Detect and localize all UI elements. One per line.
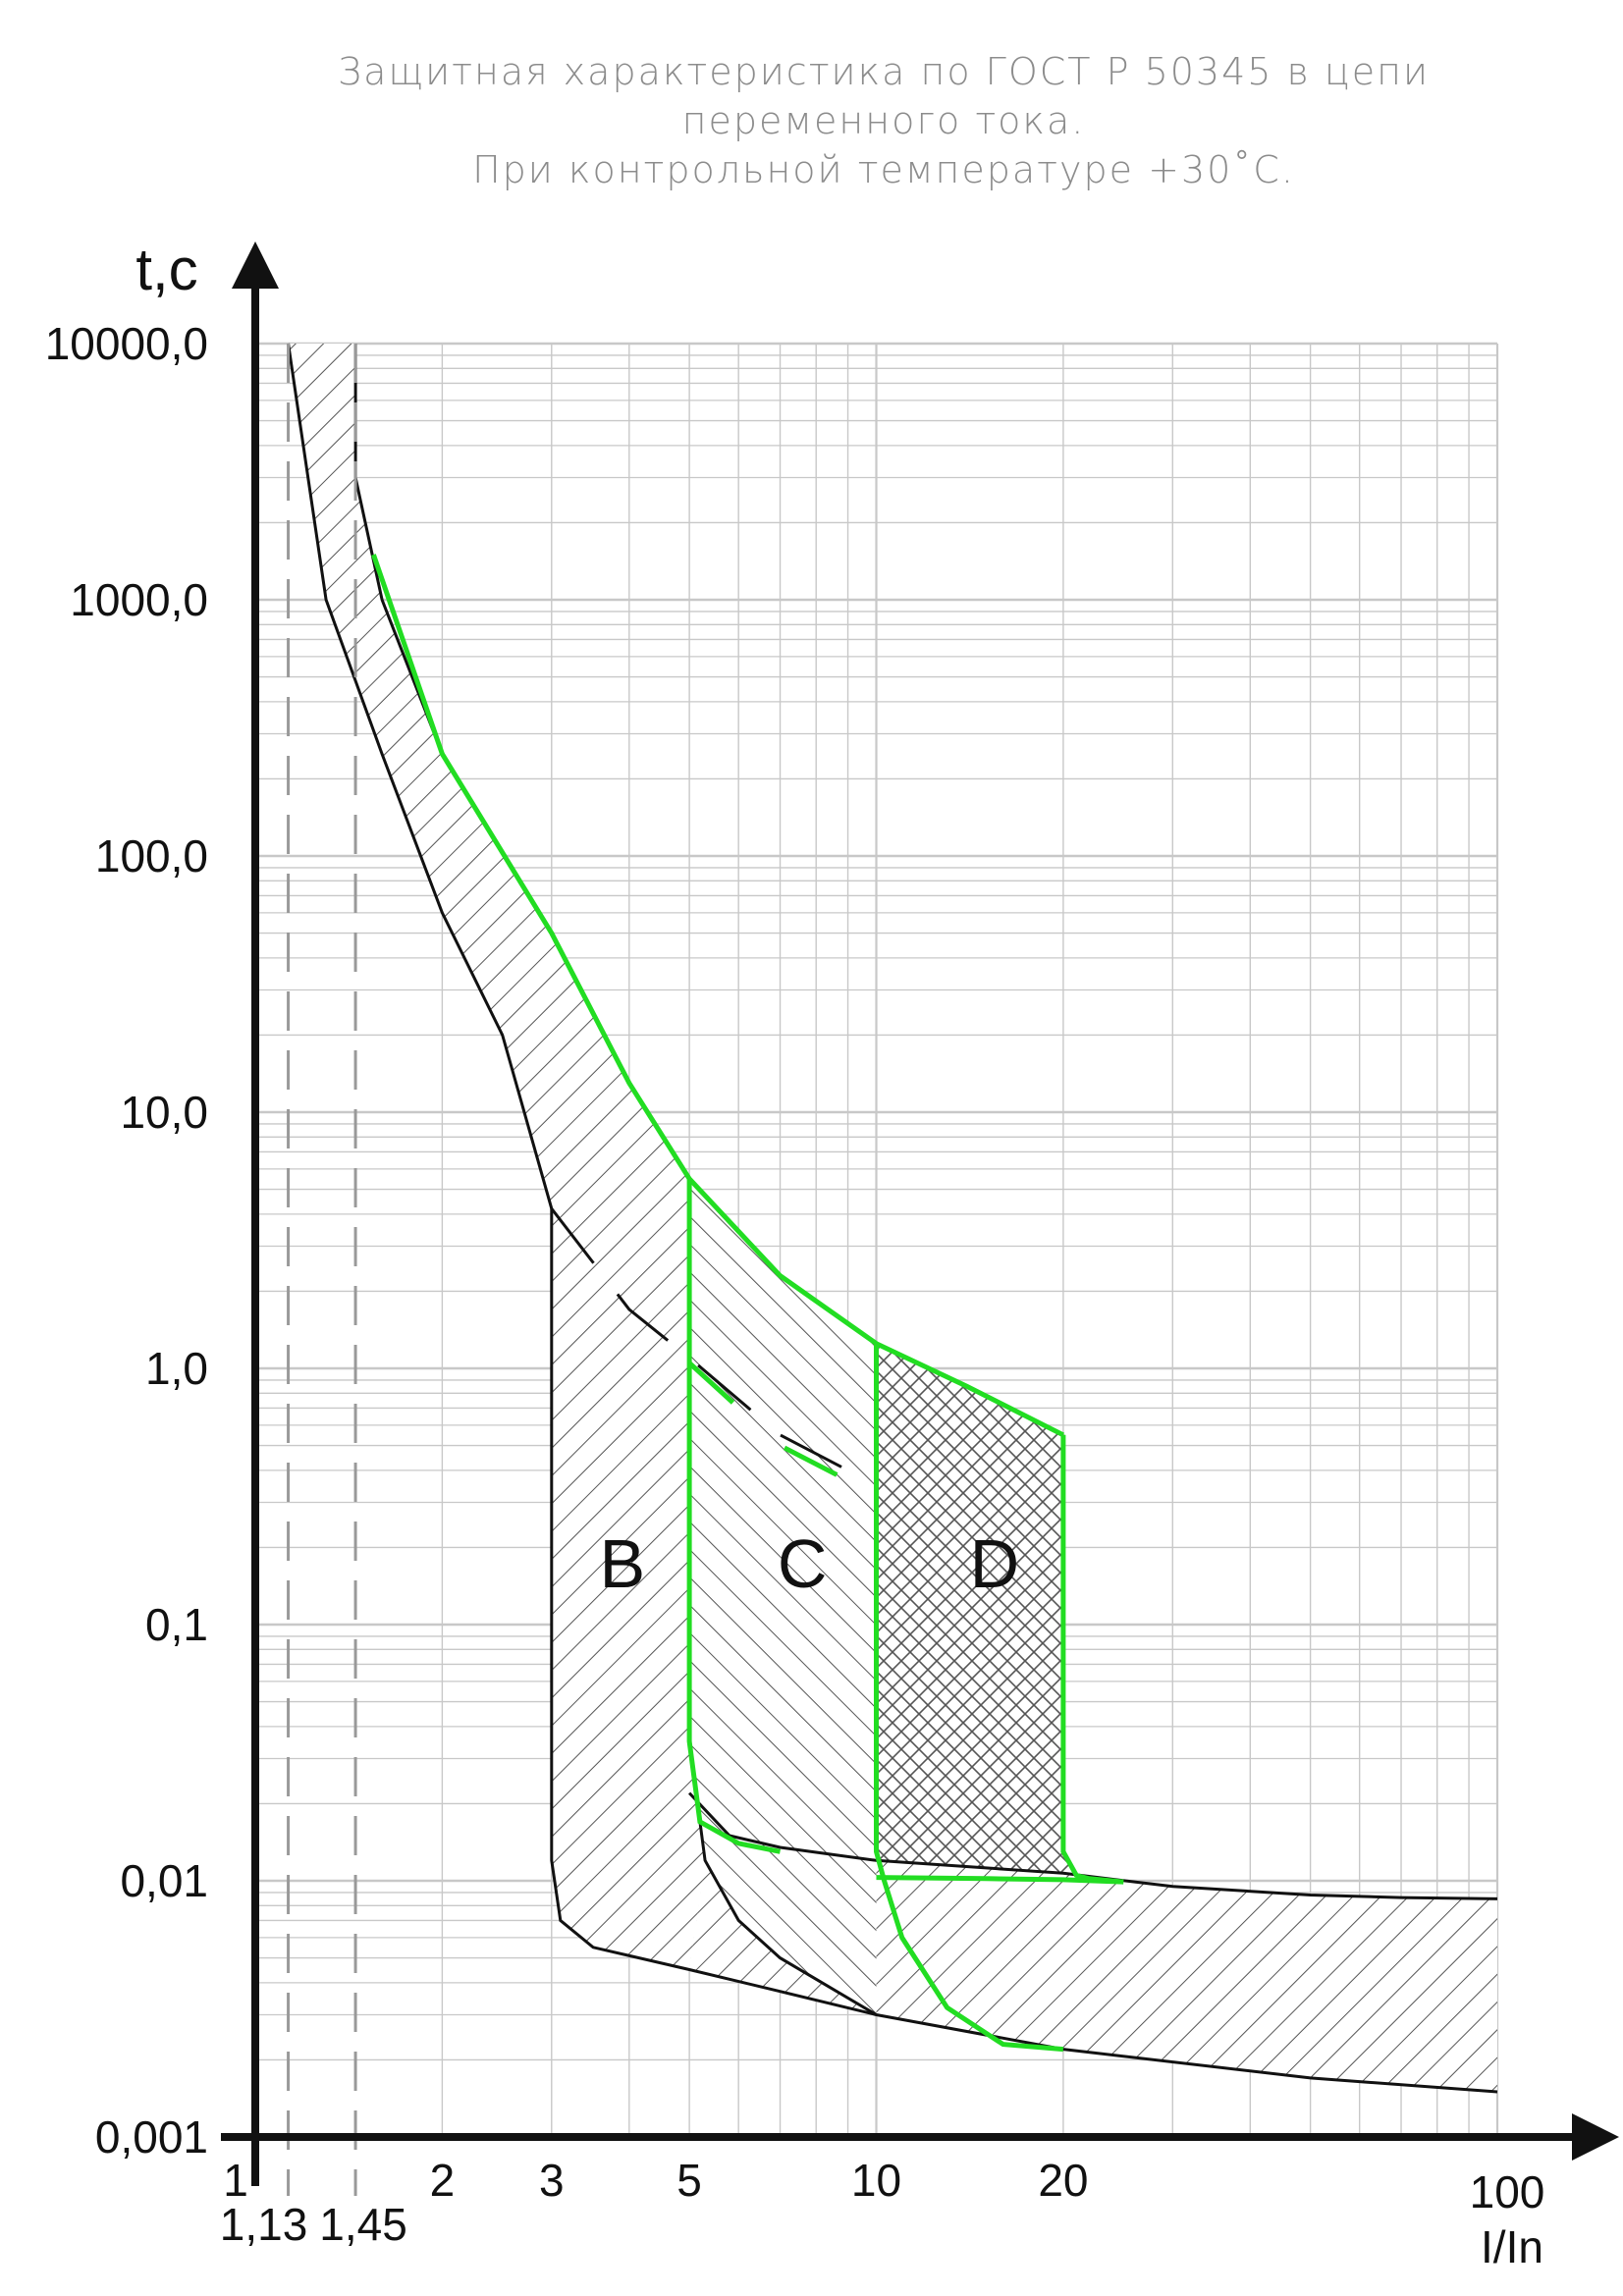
y-tick-label: 100,0 — [95, 830, 208, 881]
magnetic-top-curve — [688, 1791, 1498, 1900]
zone-label-c: C — [778, 1525, 828, 1602]
x-tick-label: 10 — [851, 2155, 901, 2206]
y-tick-label: 10000,0 — [45, 318, 208, 369]
chart-title-line-1: Защитная характеристика по ГОСТ Р 50345 … — [337, 50, 1431, 93]
zone-b-hatch — [551, 1208, 706, 1970]
zone-label-b: B — [599, 1525, 645, 1602]
y-tick-label: 1000,0 — [70, 574, 208, 625]
x-tick-label: 2 — [430, 2155, 456, 2206]
x-tick-label: 1 — [223, 2155, 248, 2206]
y-tick-label: 0,01 — [120, 1855, 208, 1906]
chart-title: Защитная характеристика по ГОСТ Р 50345 … — [245, 47, 1522, 194]
magnetic-b-curve — [550, 1208, 1498, 2094]
lower-band-hatch-left — [689, 1860, 877, 2015]
zone-label-d: D — [970, 1525, 1020, 1602]
x-tick-label: 3 — [539, 2155, 565, 2206]
y-axis-label: t,c — [135, 237, 197, 302]
x-sub-tick-label: 1,13 — [220, 2199, 308, 2250]
lower-band-hatch — [876, 1860, 1497, 2092]
y-tick-label: 1,0 — [145, 1343, 208, 1394]
chart-title-line-2: переменного тока. — [681, 99, 1086, 142]
trip-curve-bottom — [876, 1875, 1124, 1885]
chart-title-line-3: При контрольной температуре +30˚С. — [472, 148, 1295, 191]
thermal-lower-curve — [287, 343, 554, 1209]
y-tick-label: 0,1 — [145, 1599, 208, 1650]
thermal-lower-dashed-curve — [550, 1207, 878, 1487]
labels: 10000,0 1000,0 100,0 10,0 1,0 0,1 0,01 0,001 1 2 3… — [45, 237, 1545, 2272]
x-tick-label: 100 — [1470, 2166, 1545, 2217]
zone-c-hatch — [689, 1178, 885, 2015]
zone-fills — [288, 344, 1497, 2092]
y-tick-label: 0,001 — [95, 2111, 208, 2163]
x-tick-label: 5 — [676, 2155, 702, 2206]
y-tick-label: 10,0 — [120, 1087, 208, 1138]
trip-curve-c — [686, 1178, 781, 1854]
curves — [287, 343, 1498, 2196]
x-sub-tick-label: 1,45 — [319, 2199, 407, 2250]
zone-d-hatch — [876, 1343, 1077, 1878]
trip-curve-c-dashed — [687, 1361, 878, 1498]
x-axis-label: I/In — [1481, 2221, 1543, 2272]
axes — [221, 241, 1619, 2186]
trip-curve-d — [874, 1343, 1064, 2053]
thermal-band-hatch — [288, 344, 690, 1359]
x-tick-label: 20 — [1038, 2155, 1088, 2206]
